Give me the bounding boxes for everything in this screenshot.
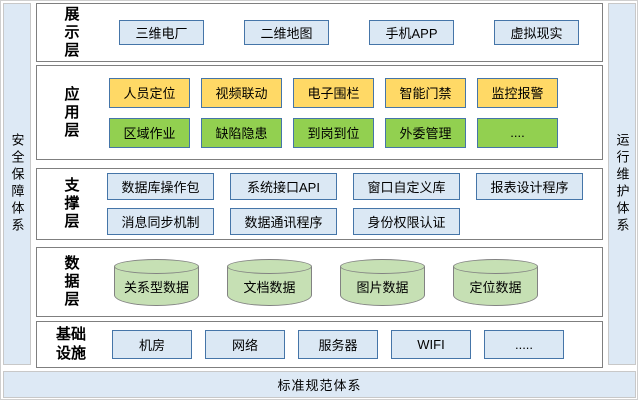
layer-content-data: 关系型数据文档数据图片数据定位数据 — [105, 258, 602, 306]
left-pillar: 安全保障体系 — [3, 3, 31, 365]
bottom-bar: 标准规范体系 — [3, 371, 636, 398]
right-pillar-label: 运行维护体系 — [614, 133, 630, 235]
layer-row: 区域作业缺陷隐患到岗到位外委管理.... — [109, 117, 602, 148]
layer-panel-data: 数据层 关系型数据文档数据图片数据定位数据 — [36, 247, 603, 317]
component-box: 人员定位 — [109, 77, 190, 108]
component-box: 视频联动 — [201, 77, 282, 108]
layer-row: 机房网络服务器 WIFI..... — [112, 330, 602, 359]
layer-row: 关系型数据文档数据图片数据定位数据 — [114, 258, 602, 306]
component-box: 虚拟现实 — [494, 20, 579, 45]
left-pillar-label: 安全保障体系 — [9, 133, 25, 235]
component-box: 缺陷隐患 — [201, 117, 282, 148]
component-box: 窗口自定义库 — [353, 173, 460, 200]
layer-panel-infrastructure: 基础设施 机房网络服务器 WIFI..... — [36, 321, 603, 368]
component-box: 区域作业 — [109, 117, 190, 148]
layer-content-infrastructure: 机房网络服务器 WIFI..... — [105, 330, 602, 359]
bottom-bar-label: 标准规范体系 — [277, 378, 362, 393]
layer-row: 消息同步机制数据通讯程序身份权限认证 — [107, 208, 602, 235]
component-box: ..... — [484, 330, 564, 359]
layer-content-presentation: 三维电厂 二维地图 手机APP 虚拟现实 — [105, 20, 602, 45]
layer-label-application: 应用层 — [62, 85, 80, 140]
component-box: 消息同步机制 — [107, 208, 214, 235]
layer-content-support: 数据库操作包系统接口API 窗口自定义库报表设计程序消息同步机制数据通讯程序身份权… — [105, 173, 602, 235]
component-box: 二维地图 — [244, 20, 329, 45]
component-box: 报表设计程序 — [476, 173, 583, 200]
component-box: 外委管理 — [385, 117, 466, 148]
component-box: 数据库操作包 — [107, 173, 214, 200]
layer-row: 数据库操作包系统接口API 窗口自定义库报表设计程序 — [107, 173, 602, 200]
component-box: 电子围栏 — [293, 77, 374, 108]
component-box: WIFI — [391, 330, 471, 359]
database-cylinder: 文档数据 — [227, 259, 312, 306]
layer-content-application: 人员定位视频联动电子围栏智能门禁监控报警区域作业缺陷隐患到岗到位外委管理.... — [105, 77, 602, 148]
component-box: 网络 — [205, 330, 285, 359]
component-box: 身份权限认证 — [353, 208, 460, 235]
layer-label-data: 数据层 — [62, 255, 80, 309]
component-box: 手机APP — [369, 20, 454, 45]
component-box: 系统接口API — [230, 173, 337, 200]
component-box: 到岗到位 — [293, 117, 374, 148]
layer-row: 人员定位视频联动电子围栏智能门禁监控报警 — [109, 77, 602, 108]
right-pillar: 运行维护体系 — [608, 3, 636, 365]
layer-label-support: 支撑层 — [62, 177, 80, 231]
component-box: 监控报警 — [477, 77, 558, 108]
layer-panel-presentation: 展示层 三维电厂 二维地图 手机APP 虚拟现实 — [36, 3, 603, 62]
component-box: 三维电厂 — [119, 20, 204, 45]
component-box: 数据通讯程序 — [230, 208, 337, 235]
database-cylinder: 图片数据 — [340, 259, 425, 306]
component-box: .... — [477, 117, 558, 148]
layer-panel-application: 应用层 人员定位视频联动电子围栏智能门禁监控报警区域作业缺陷隐患到岗到位外委管理… — [36, 65, 603, 160]
layer-label-presentation: 展示层 — [62, 5, 80, 60]
database-cylinder: 定位数据 — [453, 259, 538, 306]
component-box: 服务器 — [298, 330, 378, 359]
layer-label-infrastructure: 基础设施 — [55, 325, 86, 362]
layer-panel-support: 支撑层 数据库操作包系统接口API 窗口自定义库报表设计程序消息同步机制数据通讯程… — [36, 168, 603, 240]
component-box: 机房 — [112, 330, 192, 359]
component-box: 智能门禁 — [385, 77, 466, 108]
layer-row: 三维电厂 二维地图 手机APP 虚拟现实 — [119, 20, 602, 45]
database-cylinder: 关系型数据 — [114, 259, 199, 306]
